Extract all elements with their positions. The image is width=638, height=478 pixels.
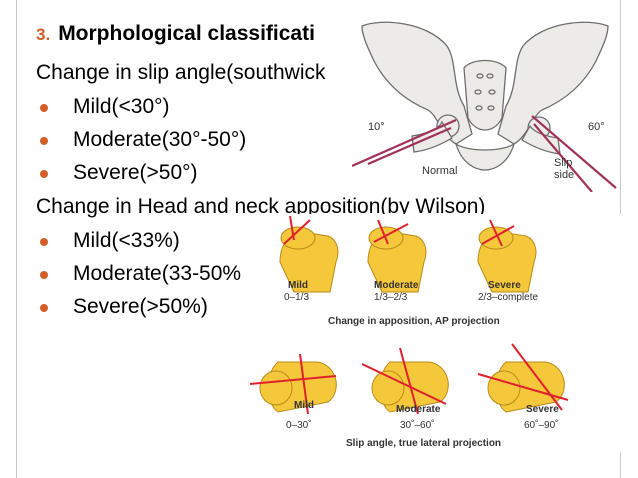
section-heading: 3. Morphological classificati xyxy=(36,22,315,46)
ap-grade-name: Severe xyxy=(488,280,521,291)
slip-side-label-line2: side xyxy=(554,169,574,181)
lateral-grade-name: Severe xyxy=(526,404,559,415)
angle-label-slip: 60° xyxy=(588,121,605,133)
apposition-item: Moderate(33-50% xyxy=(40,262,241,286)
angle-label-normal: 10° xyxy=(368,121,385,133)
ap-caption: Change in apposition, AP projection xyxy=(328,316,500,327)
left-border-line xyxy=(16,0,17,478)
apposition-item: Mild(<33%) xyxy=(40,229,180,253)
lateral-grade-range: 0–30˚ xyxy=(286,419,312,431)
apposition-item: Severe(>50%) xyxy=(40,295,208,319)
lateral-grade-name: Moderate xyxy=(396,404,441,415)
ap-grade-name: Moderate xyxy=(374,280,419,291)
heading-text: Morphological classificati xyxy=(58,22,315,45)
ap-displacement-lines xyxy=(283,215,515,247)
ap-grade-range: 2/3–complete xyxy=(478,292,538,303)
lateral-caption: Slip angle, true lateral projection xyxy=(346,438,501,449)
heading-number: 3. xyxy=(36,25,51,44)
normal-side-label: Normal xyxy=(422,165,457,177)
lateral-slip-lines xyxy=(250,343,569,415)
lateral-grade-range: 60˚–90˚ xyxy=(524,419,558,431)
ap-grade-range: 1/3–2/3 xyxy=(374,292,408,303)
pelvis-slip-angle-illustration: 10° 60° Normal Slip side xyxy=(352,16,618,192)
lateral-grade-range: 30˚–60˚ xyxy=(400,419,434,431)
pelvis-bone-drawing xyxy=(361,21,609,171)
slip-angle-item: Mild(<30°) xyxy=(40,95,170,119)
lateral-grade-name: Mild xyxy=(294,400,314,411)
apposition-intro: Change in Head and neck apposition(by Wi… xyxy=(36,195,486,218)
slip-angle-intro: Change in slip angle(southwick xyxy=(36,61,326,84)
femoral-head-apposition-illustration: Mild 0–1/3 Moderate 1/3–2/3 Severe 2/3–c… xyxy=(250,214,622,452)
ap-grade-range: 0–1/3 xyxy=(284,292,309,303)
ap-grade-name: Mild xyxy=(288,280,308,291)
slip-angle-item: Moderate(30°-50°) xyxy=(40,128,246,152)
slip-angle-lines xyxy=(352,115,617,192)
slip-angle-item: Severe(>50°) xyxy=(40,161,198,185)
slip-side-label-line1: Slip xyxy=(554,157,572,169)
